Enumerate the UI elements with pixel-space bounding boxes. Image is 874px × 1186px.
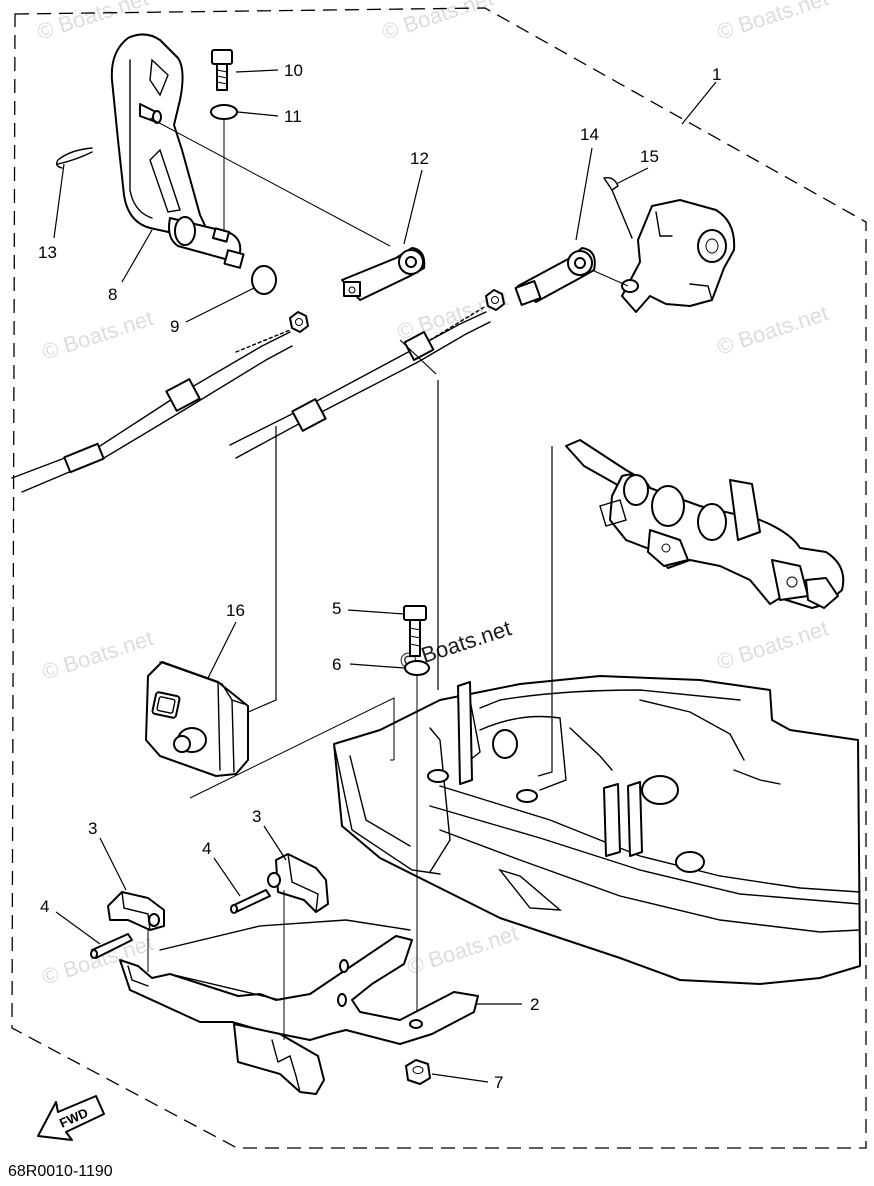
part-cable-upper	[11, 329, 293, 493]
callout-1: 1	[712, 65, 721, 84]
callout-13: 13	[38, 243, 57, 262]
part-bolt-10	[211, 49, 233, 91]
callout-3-right: 3	[252, 807, 261, 826]
assembly-line	[399, 339, 437, 375]
part-clamp-3-left	[107, 891, 165, 931]
callout-14: 14	[580, 125, 599, 144]
watermark: © Boats.net	[714, 300, 831, 359]
callout-2: 2	[530, 995, 539, 1014]
part-pin-4-left	[90, 933, 133, 959]
fwd-arrow-icon: FWD	[37, 1095, 105, 1141]
part-nut-7	[405, 1059, 431, 1085]
part-pin-4-right	[230, 889, 271, 914]
watermark: © Boats.net	[404, 920, 521, 979]
leader-lines	[53, 69, 717, 1083]
part-nut	[485, 289, 505, 311]
part-bottom-cowling	[333, 675, 861, 985]
part-washer-11	[210, 104, 238, 120]
part-nut	[289, 311, 309, 333]
callout-16: 16	[226, 601, 245, 620]
assembly-line	[189, 697, 395, 799]
watermark: © Boats.net	[714, 615, 831, 674]
callout-9: 9	[170, 317, 179, 336]
callout-11: 11	[284, 107, 302, 126]
callout-10: 10	[284, 61, 303, 80]
callout-4-left: 4	[40, 897, 49, 916]
part-bracket-16	[145, 661, 249, 777]
drawing-code: 68R0010-1190	[8, 1163, 113, 1180]
part-clip-15	[603, 176, 633, 239]
callout-3-left: 3	[88, 819, 97, 838]
part-cable-lower	[229, 305, 491, 459]
part-cable-joint-14	[514, 247, 596, 306]
assembly-line	[537, 446, 553, 777]
callout-5: 5	[332, 599, 341, 618]
part-bolt-5	[403, 605, 427, 657]
part-cable-joint-12	[341, 247, 426, 301]
callout-4-right: 4	[202, 839, 211, 858]
part-washer-6	[404, 660, 430, 676]
assembly-line	[591, 269, 629, 287]
assembly-line	[229, 426, 277, 721]
callout-labels: 1 2 3 3 4 4 5 6 7 8 9 10 11 12 13 14 15 …	[38, 61, 721, 1092]
callout-6: 6	[332, 655, 341, 674]
callout-8: 8	[108, 285, 117, 304]
part-support-plate-2	[119, 919, 479, 1095]
part-clip-13	[55, 147, 93, 169]
watermark: © Boats.net	[714, 0, 831, 45]
watermark: © Boats.net	[379, 0, 496, 45]
part-shift-shaft-assembly	[565, 439, 845, 609]
part-clamp-3-right	[267, 853, 329, 913]
callout-15: 15	[640, 147, 659, 166]
part-lever-handle	[110, 33, 245, 269]
watermark: © Boats.net	[39, 305, 156, 364]
part-o-ring-9	[251, 265, 277, 295]
callout-12: 12	[410, 149, 429, 168]
assembly-boundary	[11, 7, 867, 1149]
callout-7: 7	[494, 1073, 503, 1092]
assembly-line	[149, 117, 391, 247]
part-throttle-arm	[621, 199, 736, 313]
watermark: © Boats.net	[39, 625, 156, 684]
